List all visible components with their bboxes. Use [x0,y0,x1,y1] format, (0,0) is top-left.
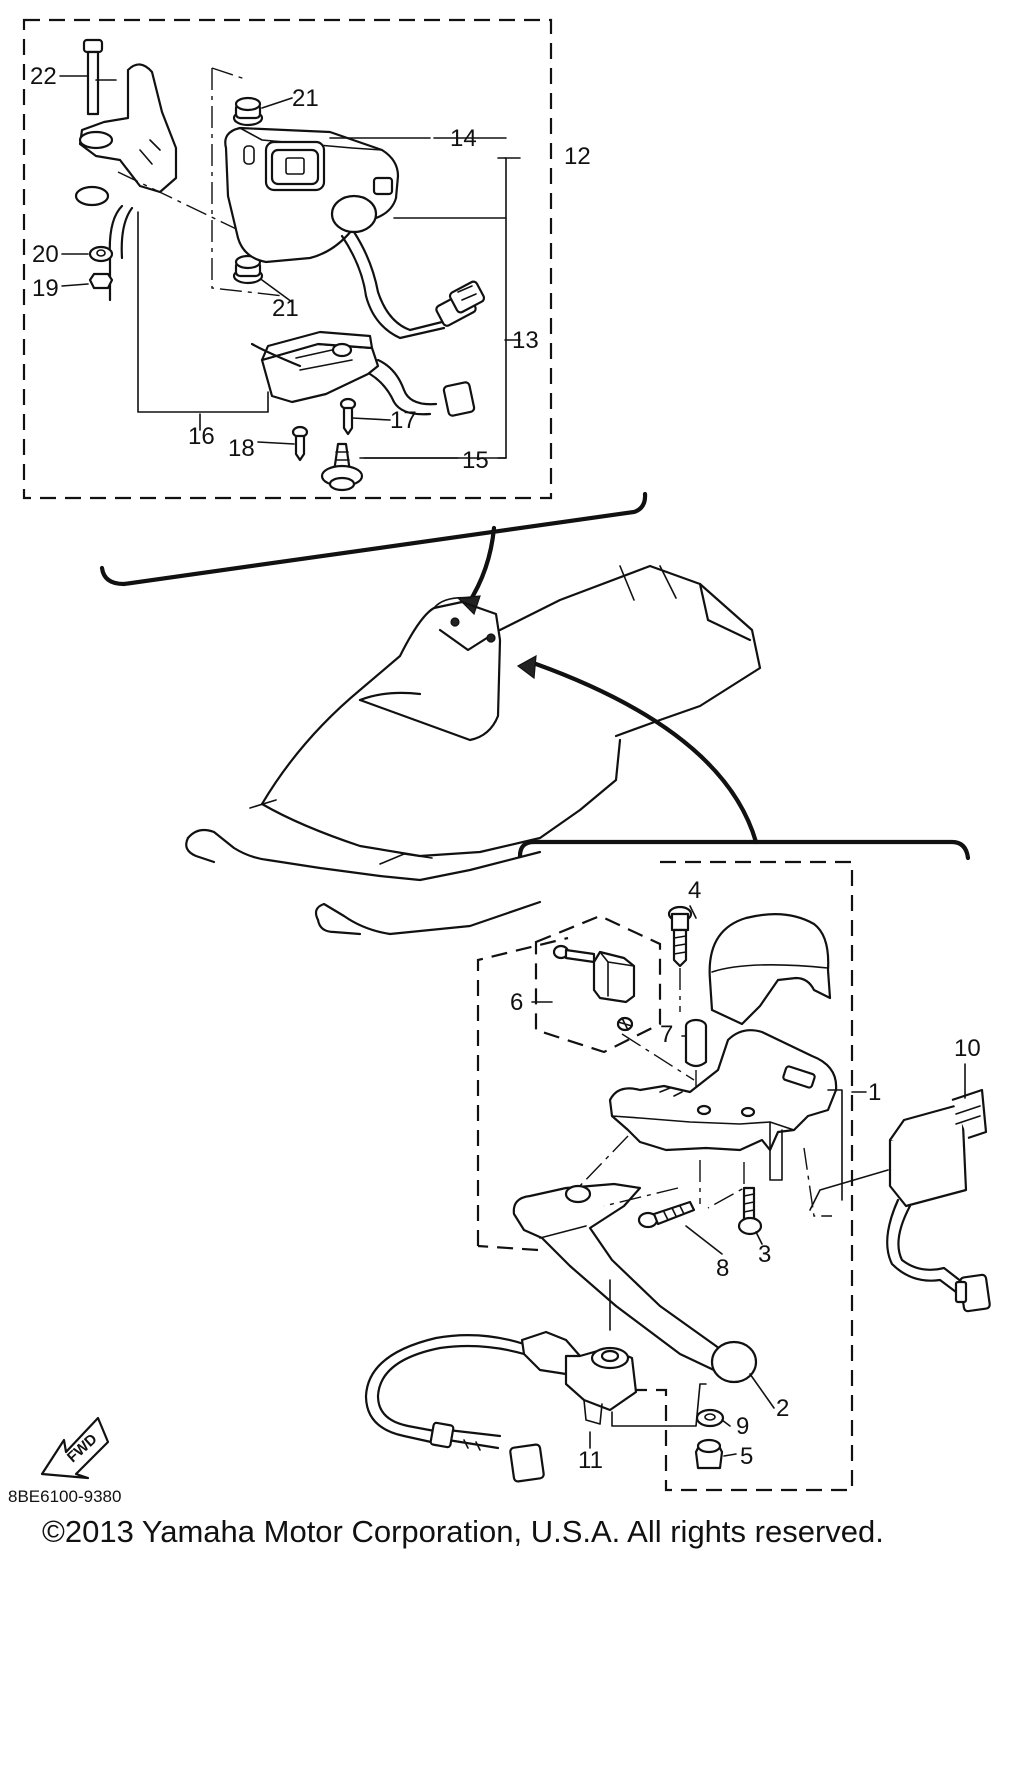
part-number-21-bottom: 21 [272,295,299,322]
bolt-3-drawing [737,1186,763,1236]
switch-10-drawing [886,1088,991,1313]
part-number-18: 18 [228,435,255,462]
part-number-15: 15 [462,447,489,474]
bolt-22-drawing [82,38,104,116]
part-number-19: 19 [32,275,59,302]
part-number-13: 13 [512,327,539,354]
screw-17-drawing [339,397,357,436]
nut-5-drawing [694,1438,724,1470]
part-number-9: 9 [736,1413,749,1440]
diagram-code: 8BE6100-9380 [8,1487,121,1506]
lever-knob-drawing [710,1340,758,1384]
part-number-16: 16 [188,423,215,450]
upper-assembly-group [22,18,553,500]
nut-19-drawing [88,272,114,290]
part-6-dashed-box [534,914,662,1054]
copyright-notice: ©2013 Yamaha Motor Corporation, U.S.A. A… [42,1514,884,1549]
part-number-8: 8 [716,1255,729,1282]
case-connector-drawing [435,280,486,327]
part-number-3: 3 [758,1241,771,1268]
washer-9-drawing [695,1408,725,1428]
part-number-12: 12 [564,143,591,170]
switch-11-drawing [364,1330,638,1483]
part-number-7: 7 [660,1021,673,1048]
forward-arrow-icon [40,1416,110,1480]
part-number-1: 1 [868,1079,881,1106]
part-number-11: 11 [578,1447,603,1474]
lever-cover-drawing [708,913,832,1026]
lever-holder-drawing [608,1029,838,1152]
part-number-10: 10 [954,1035,981,1062]
part-6-drawing [552,944,636,1032]
part-number-20: 20 [32,241,59,268]
lower-leader-lines [531,905,966,1457]
part-number-17: 17 [390,407,417,434]
bolt-4-drawing [667,905,693,968]
part-number-labels: 22 21 14 12 20 19 21 13 17 16 18 15 4 10… [30,63,981,1474]
part-number-21-top: 21 [292,85,319,112]
grommet-21-top-drawing [232,96,264,127]
lower-assembly-group [364,860,991,1492]
part-number-4: 4 [688,877,701,904]
screw-15-drawing [320,442,364,492]
snowmobile-overview [99,491,971,936]
upper-group-dashed-box [22,18,553,500]
washer-20-drawing [88,245,114,263]
part-number-2: 2 [776,1395,789,1422]
upper-leader-lines [59,75,521,459]
grommet-21-bottom-drawing [232,254,264,285]
part-number-14: 14 [450,125,477,152]
collar-7-drawing [684,1018,708,1068]
housing-connector-drawing [442,381,476,417]
part-number-6: 6 [510,989,523,1016]
part-number-22: 22 [30,63,57,90]
screw-8-drawing [637,1200,696,1229]
part-number-5: 5 [740,1443,753,1470]
lower-group-dashed-outline [476,860,854,1492]
screw-18-drawing [291,425,309,462]
forward-arrow: FWD [40,1416,110,1480]
